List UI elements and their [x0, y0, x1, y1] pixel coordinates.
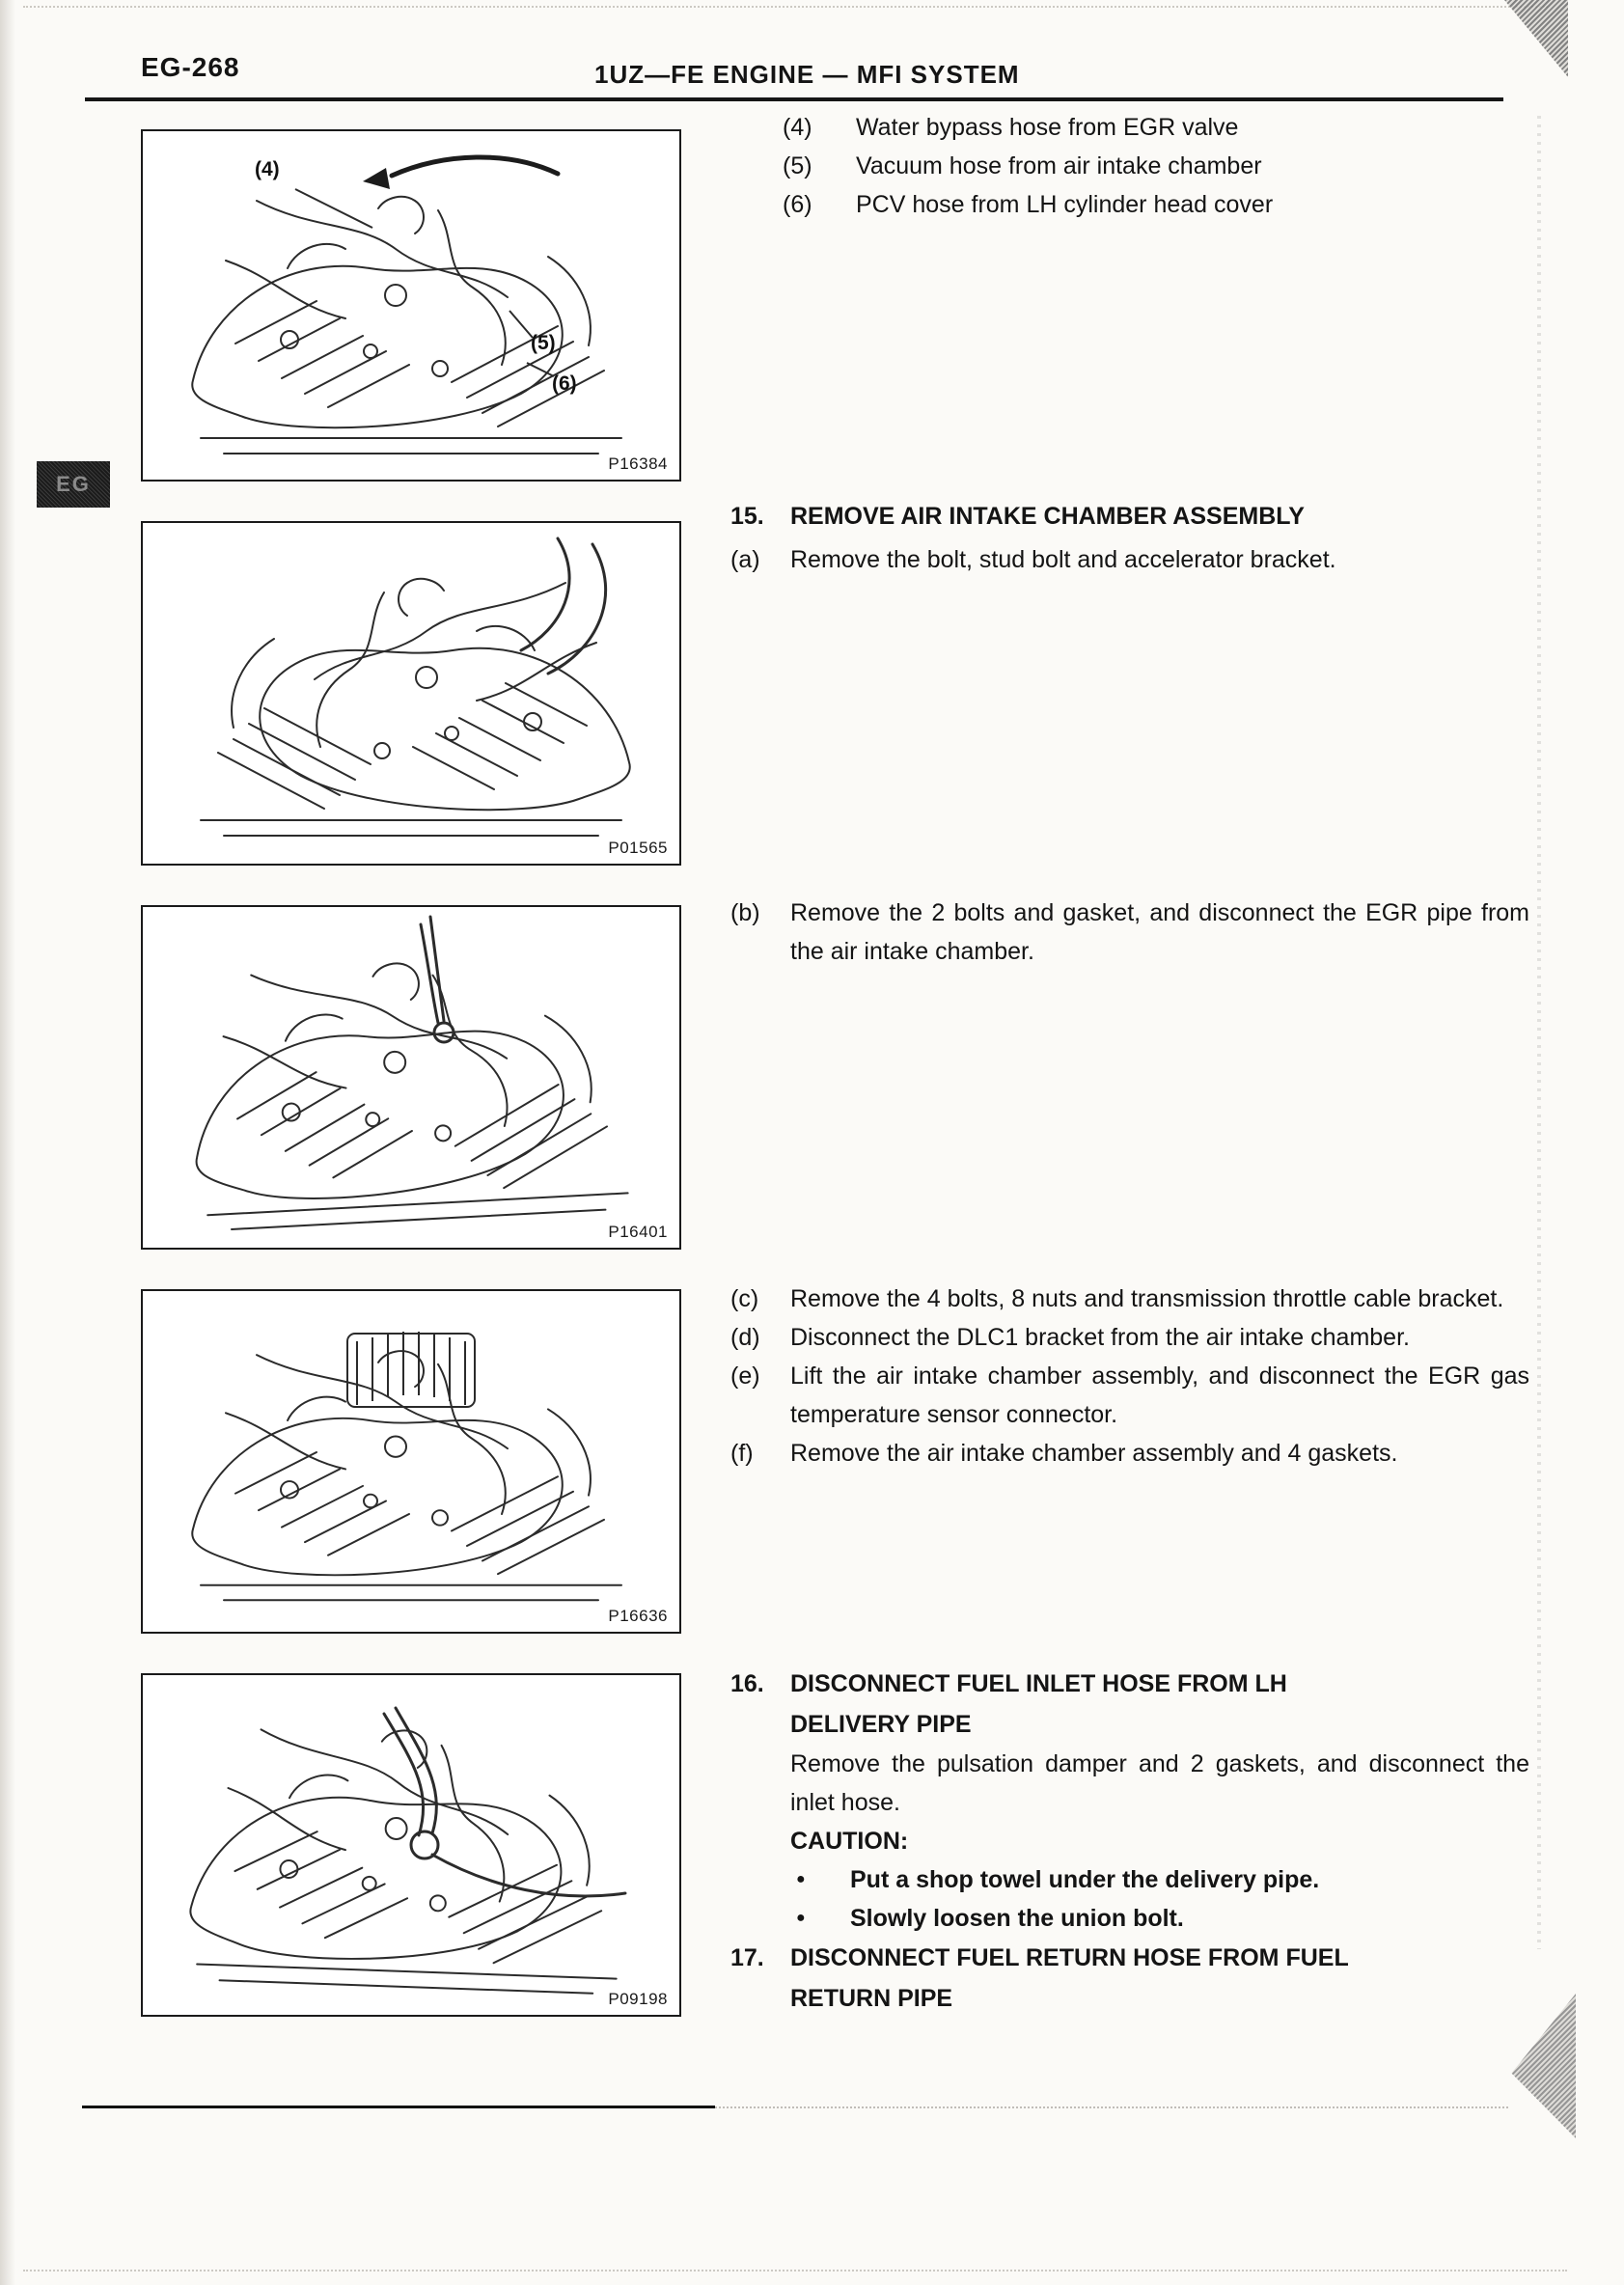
page-number: EG-268 — [141, 52, 240, 82]
figure-hose-locations: (4) (5) (6) P16384 — [141, 129, 681, 482]
step-item-c: (c) Remove the 4 bolts, 8 nuts and trans… — [730, 1280, 1529, 1318]
step-title: DISCONNECT FUEL RETURN HOSE FROM FUEL RE… — [790, 1944, 1349, 2012]
scan-edge-right-dots — [1537, 116, 1541, 1949]
figure-callout-5: (5) — [531, 332, 556, 354]
caution-item: ● Put a shop towel under the delivery pi… — [796, 1860, 1529, 1899]
step-number: 15. — [730, 503, 764, 530]
figure-code: P09198 — [606, 1990, 670, 2009]
figure-callout-6: (6) — [552, 372, 577, 395]
bottom-rule-faint — [715, 2106, 1508, 2108]
item-label: (c) — [730, 1285, 759, 1312]
step-17-heading: 17. DISCONNECT FUEL RETURN HOSE FROM FUE… — [730, 1938, 1529, 2019]
scan-edge-bottom — [23, 2270, 1567, 2271]
list-item: (5) Vacuum hose from air intake chamber — [783, 147, 1516, 185]
scan-artifact-top-right — [1504, 0, 1568, 77]
step-number: 16. — [730, 1670, 764, 1697]
figure-fuel-inlet-hose: P09198 — [141, 1673, 681, 2017]
bottom-rule — [82, 2106, 715, 2108]
figure-code: P16636 — [606, 1607, 670, 1626]
step-item-b: (b) Remove the 2 bolts and gasket, and d… — [730, 894, 1529, 971]
step-item-a: (a) Remove the bolt, stud bolt and accel… — [730, 540, 1529, 579]
item-text: Remove the 2 bolts and gasket, and disco… — [790, 899, 1529, 965]
engine-line-art — [143, 1332, 679, 1632]
caution-label: CAUTION: — [790, 1828, 909, 1855]
list-item-text: PCV hose from LH cylinder head cover — [856, 191, 1274, 218]
item-label: (a) — [730, 546, 760, 573]
step-16-heading: 16. DISCONNECT FUEL INLET HOSE FROM LH D… — [730, 1664, 1529, 1745]
item-label: (f) — [730, 1440, 754, 1467]
item-text: Remove the 4 bolts, 8 nuts and transmiss… — [790, 1285, 1504, 1312]
figure-callout-4: (4) — [255, 158, 280, 180]
step-16-body: Remove the pulsation damper and 2 gasket… — [790, 1750, 1529, 1816]
list-item: (4) Water bypass hose from EGR valve — [783, 108, 1516, 147]
list-item-number: (6) — [783, 191, 812, 218]
caution-text: Put a shop towel under the delivery pipe… — [850, 1866, 1320, 1893]
step-15-items-c-f: (c) Remove the 4 bolts, 8 nuts and trans… — [730, 1280, 1529, 1473]
header-rule — [85, 97, 1503, 101]
figure-code: P16384 — [606, 454, 670, 474]
list-item: (6) PCV hose from LH cylinder head cover — [783, 185, 1516, 224]
item-text: Lift the air intake chamber assembly, an… — [790, 1363, 1529, 1428]
figure-egr-pipe: P16401 — [141, 905, 681, 1250]
step-item-d: (d) Disconnect the DLC1 bracket from the… — [730, 1318, 1529, 1357]
step-item-f: (f) Remove the air intake chamber assemb… — [730, 1434, 1529, 1473]
engine-line-art — [143, 915, 679, 1248]
list-item-text: Vacuum hose from air intake chamber — [856, 152, 1262, 179]
list-item-number: (4) — [783, 114, 812, 141]
engine-line-art — [143, 154, 679, 480]
item-label: (b) — [730, 899, 760, 926]
step-title: REMOVE AIR INTAKE CHAMBER ASSEMBLY — [790, 503, 1305, 530]
list-item-number: (5) — [783, 152, 812, 179]
list-item-text: Water bypass hose from EGR valve — [856, 114, 1239, 141]
figure-accelerator-bracket: P01565 — [141, 521, 681, 866]
scan-edge-left-shade — [0, 0, 15, 2285]
steps-16-17: 16. DISCONNECT FUEL INLET HOSE FROM LH D… — [730, 1664, 1529, 2019]
step-15: 15. REMOVE AIR INTAKE CHAMBER ASSEMBLY (… — [730, 496, 1529, 579]
engine-line-art — [143, 537, 679, 864]
item-text: Disconnect the DLC1 bracket from the air… — [790, 1324, 1410, 1351]
step-heading: 15. REMOVE AIR INTAKE CHAMBER ASSEMBLY — [730, 496, 1529, 537]
figure-intake-chamber-bolts: P16636 — [141, 1289, 681, 1634]
step-15-item-b: (b) Remove the 2 bolts and gasket, and d… — [730, 894, 1529, 971]
figure-code: P16401 — [606, 1223, 670, 1242]
section-tab-eg: EG — [37, 461, 110, 508]
bullet-icon: ● — [796, 1910, 806, 1926]
scan-edge-top — [23, 6, 1548, 8]
figure-code: P01565 — [606, 839, 670, 858]
item-text: Remove the bolt, stud bolt and accelerat… — [790, 546, 1336, 573]
section-tab-label: EG — [56, 472, 91, 496]
step-item-e: (e) Lift the air intake chamber assembly… — [730, 1357, 1529, 1434]
hose-list: (4) Water bypass hose from EGR valve (5)… — [783, 108, 1516, 224]
caution-item: ● Slowly loosen the union bolt. — [796, 1899, 1529, 1938]
item-label: (d) — [730, 1324, 760, 1351]
bullet-icon: ● — [796, 1871, 806, 1887]
item-label: (e) — [730, 1363, 760, 1390]
step-title: DISCONNECT FUEL INLET HOSE FROM LH DELIV… — [790, 1670, 1287, 1738]
page-title: 1UZ—FE ENGINE — MFI SYSTEM — [594, 60, 1020, 89]
step-number: 17. — [730, 1944, 764, 1971]
engine-line-art — [143, 1706, 627, 2015]
caution-text: Slowly loosen the union bolt. — [850, 1905, 1184, 1932]
item-text: Remove the air intake chamber assembly a… — [790, 1440, 1398, 1467]
